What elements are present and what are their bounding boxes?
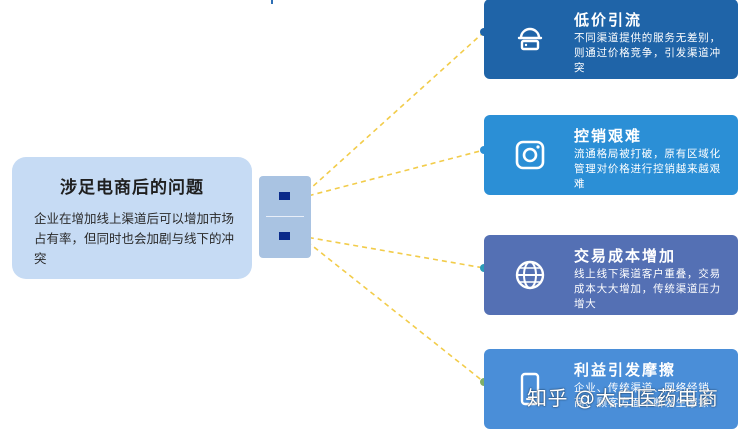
hub-block [259,176,311,258]
connector-line-3 [299,235,485,269]
cloud-server-icon [517,27,543,51]
connector-line-4 [299,235,485,383]
card-transaction-cost: 交易成本增加 线上线下渠道客户重叠，交易成本大大增加，传统渠道压力增大 [484,235,738,315]
connector-line-1 [299,31,485,199]
card-2-description: 流通格局被打破，原有区域化管理对价格进行控销越来越艰难 [574,148,721,190]
card-1-description: 不同渠道提供的服务无差别，则通过价格竞争，引发渠道冲突 [574,32,721,74]
card-3-title: 交易成本增加 [574,247,677,265]
main-problem-description: 企业在增加线上渠道后可以增加市场占有率，但同时也会加剧与线下的冲突 [34,211,235,266]
card-1-title: 低价引流 [574,11,643,29]
phone-icon [520,372,540,406]
card-2-title: 控销艰难 [574,127,643,145]
camera-icon [515,140,545,170]
card-price-control: 控销艰难 流通格局被打破，原有区域化管理对价格进行控销越来越艰难 [484,115,738,195]
watermark-text: 知乎 @大白医药电商 [527,386,719,410]
main-problem-box: 涉足电商后的问题 企业在增加线上渠道后可以增加市场占有率，但同时也会加剧与线下的… [12,157,252,279]
hub-divider [266,216,304,217]
hub-marker-bottom [279,232,290,240]
top-tick-mark [271,0,273,4]
globe-icon [515,260,545,290]
card-3-description: 线上线下渠道客户重叠，交易成本大大增加，传统渠道压力增大 [574,268,721,310]
hub-marker-top [279,192,290,200]
card-4-title: 利益引发摩擦 [574,361,677,379]
card-4-description: 企业、传统渠道、网络经销商、顾客方面不断发生摩擦 [574,382,710,409]
main-problem-title: 涉足电商后的问题 [60,178,204,198]
card-interest-friction: 利益引发摩擦 企业、传统渠道、网络经销商、顾客方面不断发生摩擦 [484,349,738,429]
connector-line-2 [299,149,485,199]
card-low-price: 低价引流 不同渠道提供的服务无差别，则通过价格竞争，引发渠道冲突 [484,0,738,79]
